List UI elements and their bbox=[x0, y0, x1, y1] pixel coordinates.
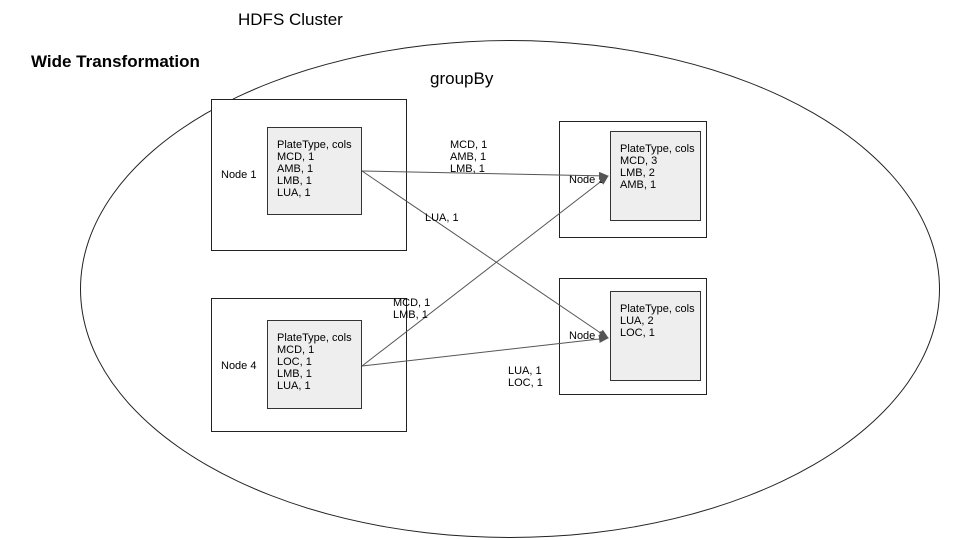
partition-row: MCD, 3 bbox=[620, 155, 658, 167]
diagram-title: Wide Transformation bbox=[31, 52, 200, 71]
node-1-partition: PlateType, cols MCD, 1 AMB, 1 LMB, 1 LUA… bbox=[267, 127, 362, 215]
arrow-node1-to-node2 bbox=[361, 170, 609, 180]
partition-header: PlateType, cols bbox=[277, 332, 352, 344]
partition-row: LOC, 1 bbox=[620, 327, 655, 339]
partition-row: LUA, 1 bbox=[277, 187, 311, 199]
flow-label-node1-to-node3: LUA, 1 bbox=[425, 212, 459, 224]
partition-row: LUA, 1 bbox=[277, 380, 311, 392]
operation-label: groupBy bbox=[430, 69, 494, 88]
partition-row: LMB, 1 bbox=[277, 368, 312, 380]
flow-line: LUA, 1 bbox=[425, 212, 459, 224]
partition-row: MCD, 1 bbox=[277, 344, 315, 356]
partition-row: LOC, 1 bbox=[277, 356, 312, 368]
node-4-partition: PlateType, cols MCD, 1 LOC, 1 LMB, 1 LUA… bbox=[267, 320, 362, 409]
flow-line: LMB, 1 bbox=[393, 309, 428, 321]
node-2-partition: PlateType, cols MCD, 3 LMB, 2 AMB, 1 bbox=[610, 131, 701, 221]
flow-label-node1-to-node2: MCD, 1 AMB, 1 LMB, 1 bbox=[450, 139, 487, 175]
cluster-label: HDFS Cluster bbox=[238, 10, 343, 29]
flow-line: LUA, 1 bbox=[508, 365, 542, 377]
node-1-label: Node 1 bbox=[221, 169, 257, 181]
partition-row: LMB, 2 bbox=[620, 167, 655, 179]
partition-row: LUA, 2 bbox=[620, 315, 654, 327]
partition-row: AMB, 1 bbox=[277, 163, 314, 175]
flow-line: AMB, 1 bbox=[450, 151, 487, 163]
partition-header: PlateType, cols bbox=[620, 303, 695, 315]
partition-row: AMB, 1 bbox=[620, 179, 657, 191]
flow-line: LOC, 1 bbox=[508, 377, 543, 389]
node-4-label: Node 4 bbox=[221, 360, 257, 372]
flow-line: MCD, 1 bbox=[450, 139, 488, 151]
node-3-partition: PlateType, cols LUA, 2 LOC, 1 bbox=[610, 291, 701, 381]
flow-label-node4-to-node2: MCD, 1 LMB, 1 bbox=[393, 297, 430, 321]
flow-line: LMB, 1 bbox=[450, 163, 485, 175]
partition-header: PlateType, cols bbox=[620, 143, 695, 155]
arrow-node1-to-node3 bbox=[361, 170, 609, 339]
flow-label-node4-to-node3: LUA, 1 LOC, 1 bbox=[508, 365, 543, 389]
flow-line: MCD, 1 bbox=[393, 297, 431, 309]
arrow-node4-to-node3 bbox=[361, 335, 609, 367]
partition-header: PlateType, cols bbox=[277, 139, 352, 151]
partition-row: MCD, 1 bbox=[277, 151, 315, 163]
partition-row: LMB, 1 bbox=[277, 175, 312, 187]
arrow-node4-to-node2 bbox=[361, 175, 609, 367]
hdfs-cluster-ellipse bbox=[80, 40, 940, 538]
node-2-label: Node 2 bbox=[569, 174, 605, 186]
